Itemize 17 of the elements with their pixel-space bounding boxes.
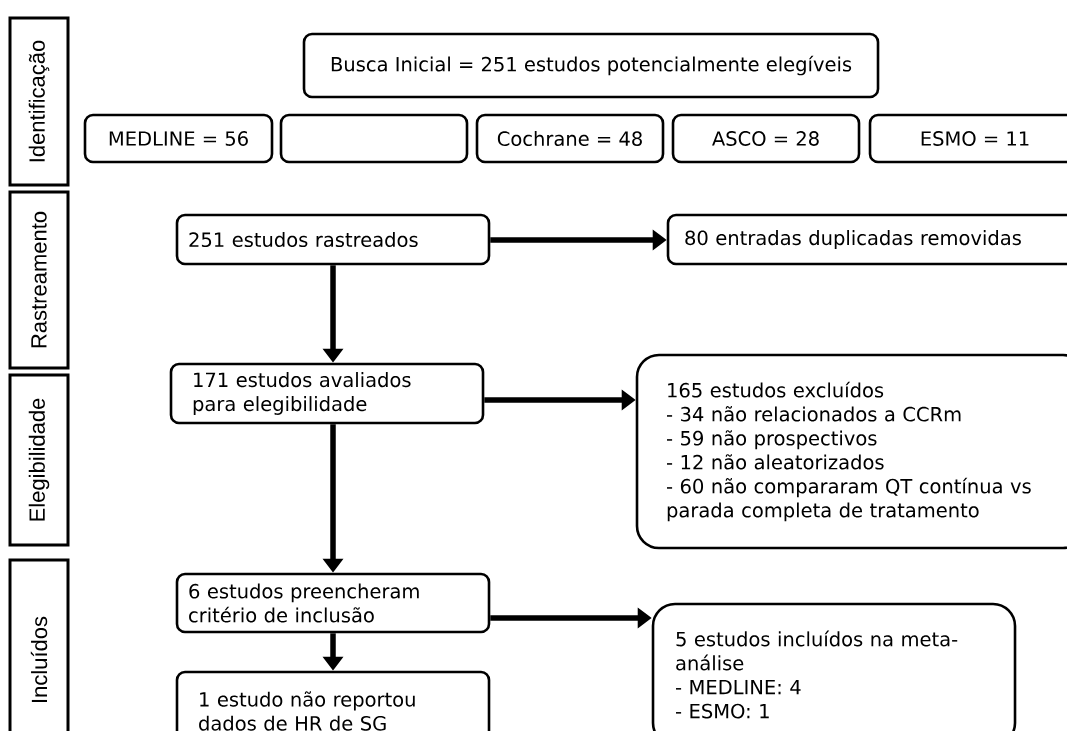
process-box: ASCO = 28 bbox=[671, 113, 861, 164]
process-box: Cochrane = 48 bbox=[475, 113, 665, 164]
process-box: 6 estudos preencheram critério de inclusão bbox=[175, 572, 491, 634]
process-box: 1 estudo não reportou dados de HR de SG bbox=[175, 670, 491, 731]
stage-label: Identificação bbox=[8, 16, 70, 187]
exclusion-box: 5 estudos incluídos na meta-análise - MEDLINE: 4 - ESMO: 1 bbox=[651, 602, 1017, 731]
process-box: 80 entradas duplicadas removidas bbox=[666, 213, 1067, 266]
process-box bbox=[279, 113, 469, 164]
process-box: 251 estudos rastreados bbox=[175, 213, 491, 266]
stage-label: Rastreamento bbox=[8, 190, 70, 370]
process-box: 171 estudos avaliados para elegibilidade bbox=[169, 362, 485, 425]
exclusion-box: 165 estudos excluídos - 34 não relacionados a CCRm - 59 não prospectivos - 12 não aleatorizados - 60 não compararam QT contínua vs parada completa de tratamento bbox=[635, 353, 1067, 550]
process-box: ESMO = 11 bbox=[868, 113, 1067, 164]
stage-label: Incluídos bbox=[8, 558, 70, 731]
process-box: Busca Inicial = 251 estudos potencialmente elegíveis bbox=[302, 32, 880, 99]
stage-label: Elegibilidade bbox=[8, 373, 70, 547]
process-box: MEDLINE = 56 bbox=[83, 113, 274, 164]
